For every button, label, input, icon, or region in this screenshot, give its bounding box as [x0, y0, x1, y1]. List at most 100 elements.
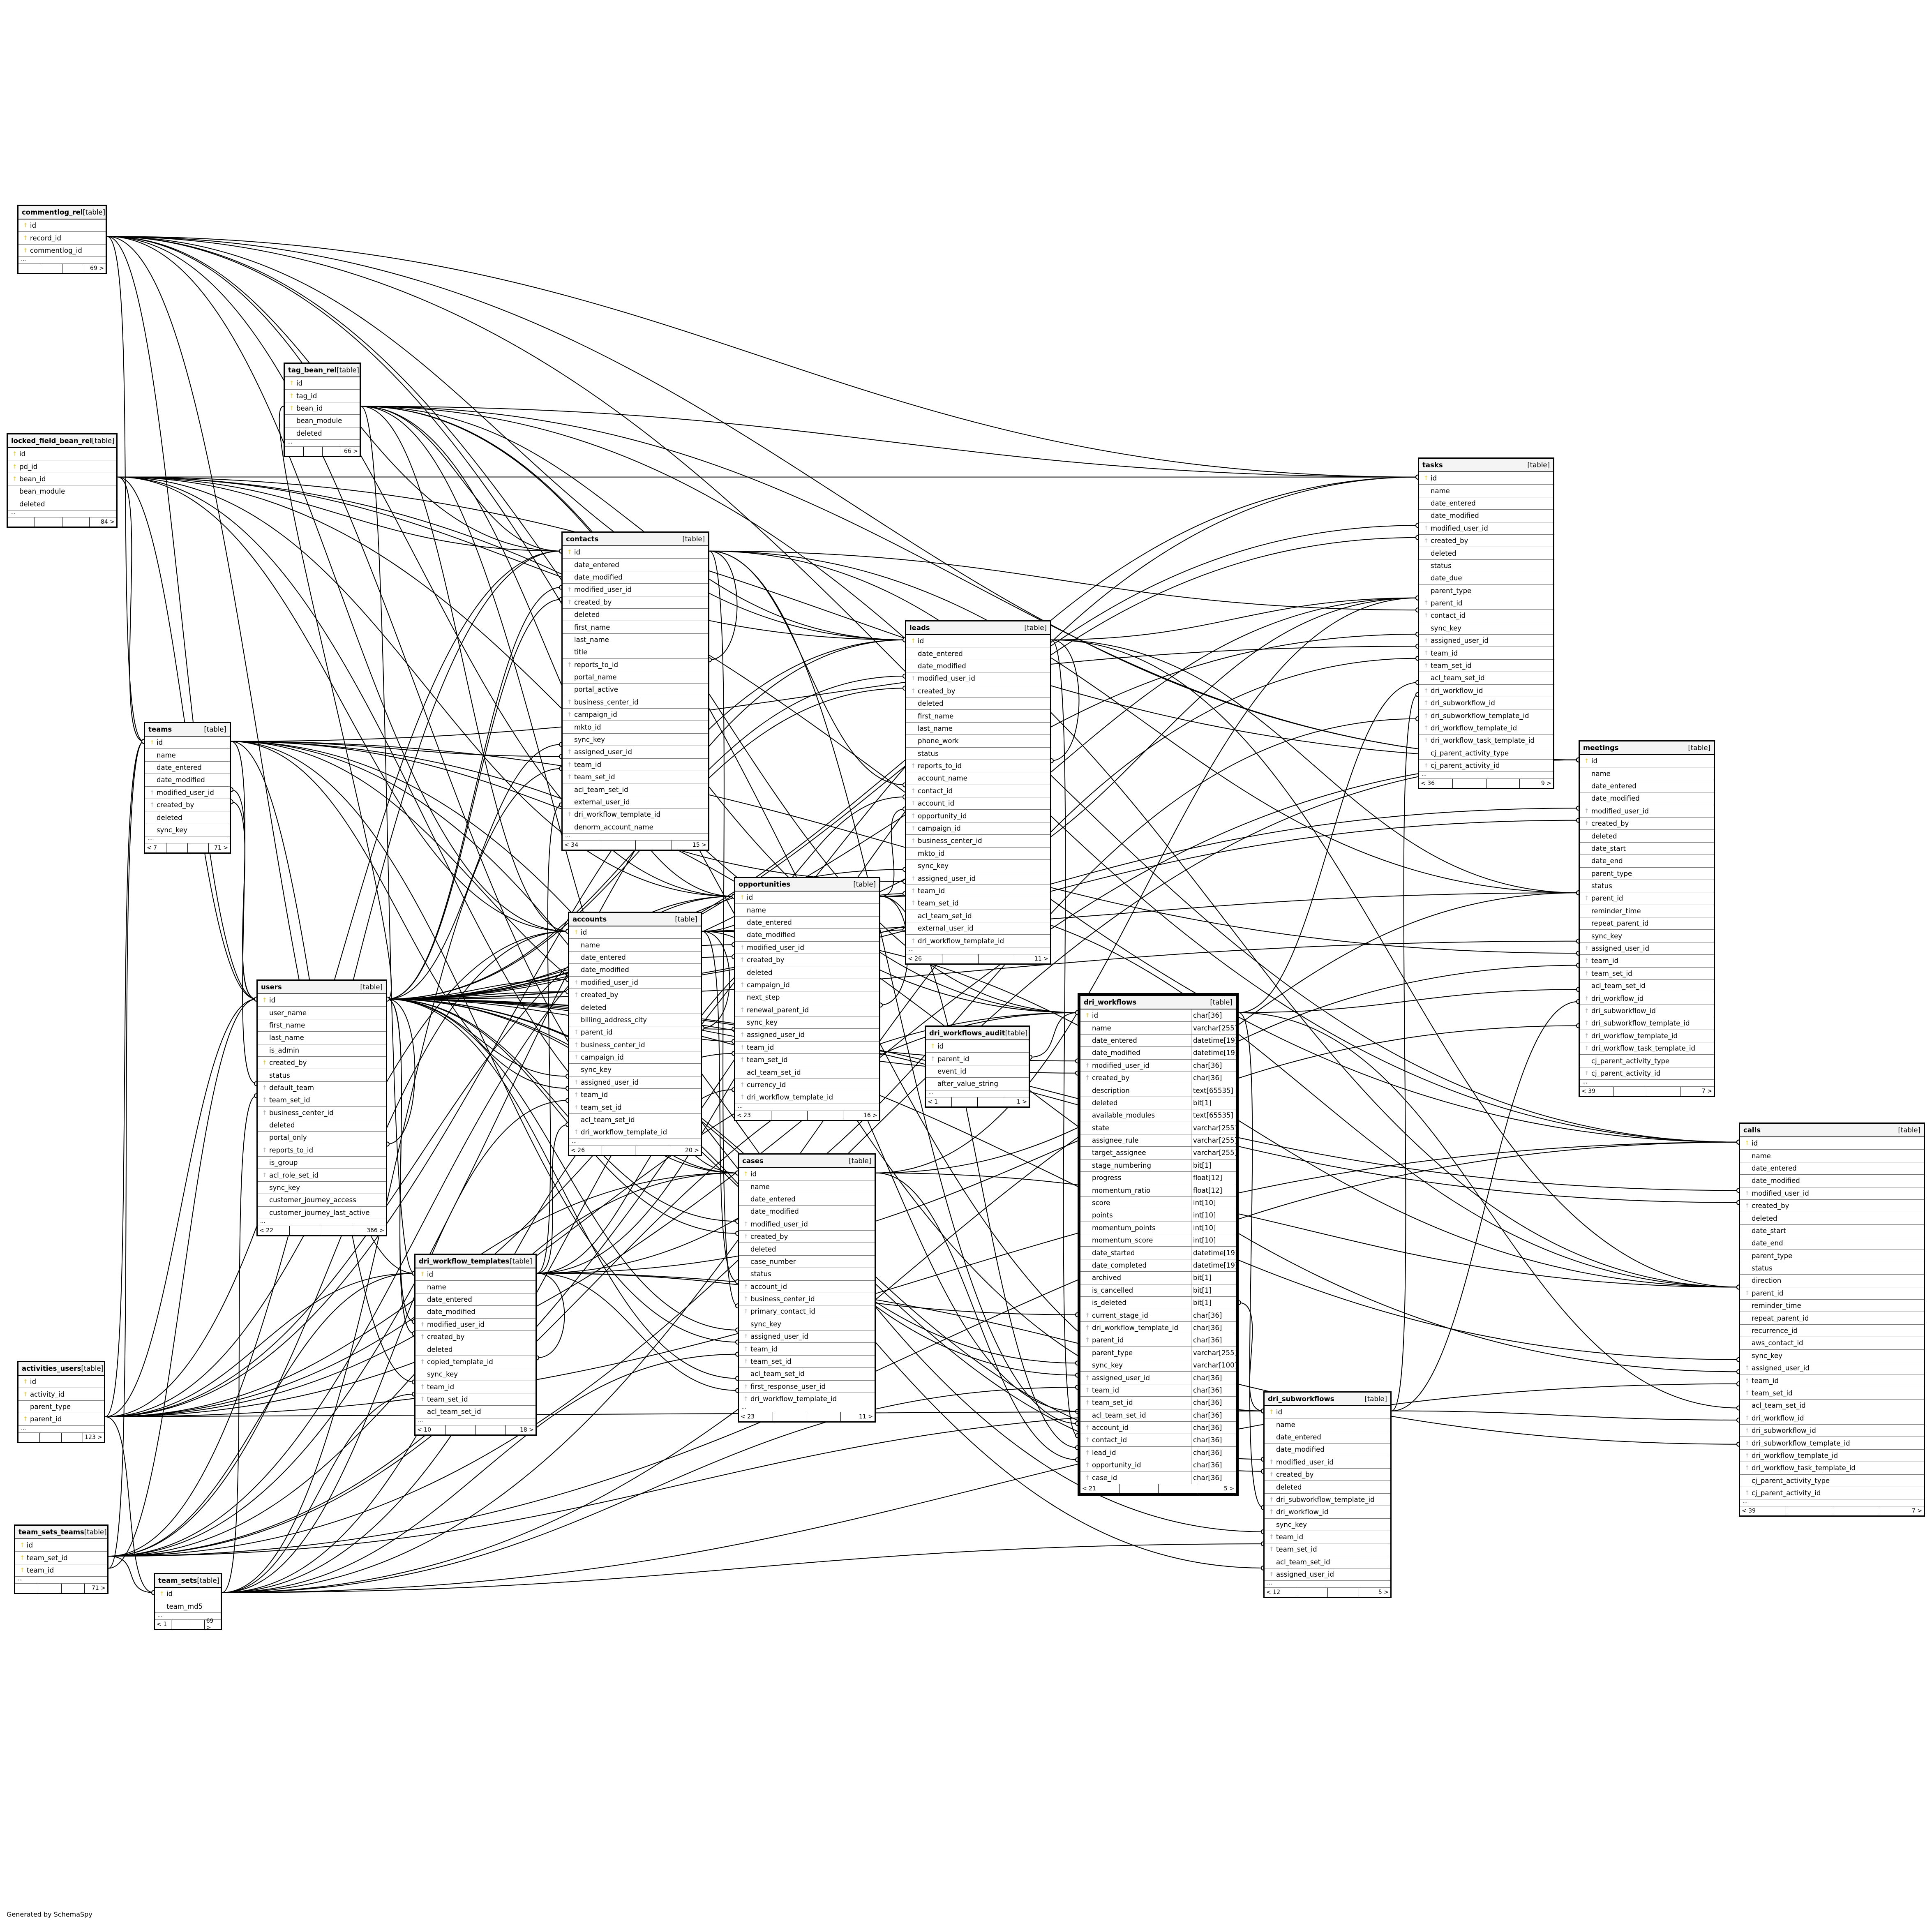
- column-row[interactable]: deleted: [1265, 1481, 1390, 1494]
- parents-count[interactable]: < 22: [258, 1226, 290, 1236]
- column-row[interactable]: †dri_subworkflow_template_id: [1419, 709, 1553, 722]
- column-row[interactable]: acl_team_set_id: [1740, 1400, 1924, 1412]
- column-row[interactable]: acl_team_set_id: [739, 1368, 875, 1381]
- column-row[interactable]: first_name: [563, 621, 708, 634]
- column-row[interactable]: †parent_id: [569, 1026, 701, 1039]
- children-count[interactable]: 16 >: [863, 1112, 877, 1119]
- column-row[interactable]: †default_team: [258, 1082, 386, 1095]
- parents-count[interactable]: [8, 517, 35, 527]
- column-row[interactable]: sync_key: [739, 1318, 875, 1331]
- column-row[interactable]: †assigned_user_id: [1740, 1362, 1924, 1375]
- column-row[interactable]: †modified_user_id: [415, 1319, 536, 1331]
- children-count[interactable]: 69 >: [90, 265, 104, 272]
- parents-count[interactable]: < 12: [1265, 1588, 1296, 1597]
- column-row[interactable]: acl_team_set_id: [1419, 672, 1553, 685]
- column-row[interactable]: †created_by: [569, 989, 701, 1002]
- children-count[interactable]: 1 >: [1016, 1098, 1027, 1105]
- column-row[interactable]: †id: [15, 1539, 107, 1552]
- column-row[interactable]: †team_set_id: [735, 1054, 879, 1067]
- column-row[interactable]: †id: [285, 377, 360, 390]
- column-row[interactable]: †bean_id: [285, 402, 360, 415]
- column-row[interactable]: †created_by: [145, 799, 230, 812]
- column-row[interactable]: †modified_user_id: [1265, 1456, 1390, 1469]
- column-row[interactable]: †id: [415, 1268, 536, 1281]
- column-row[interactable]: †campaign_id: [906, 822, 1050, 835]
- column-row[interactable]: †created_by: [258, 1057, 386, 1069]
- children-count[interactable]: 5 >: [1378, 1589, 1389, 1596]
- column-row[interactable]: †team_id: [739, 1343, 875, 1356]
- column-row[interactable]: †dri_subworkflow_template_id: [1740, 1437, 1924, 1450]
- column-row[interactable]: †opportunity_id: [906, 810, 1050, 822]
- column-row[interactable]: reminder_time: [1580, 905, 1714, 918]
- column-row[interactable]: acl_team_set_id: [563, 783, 708, 796]
- table-commentlog-rel[interactable]: commentlog_rel[table]†id†record_id†comme…: [17, 205, 107, 275]
- column-row[interactable]: †business_center_id: [906, 835, 1050, 848]
- column-row[interactable]: †modified_user_id: [563, 584, 708, 596]
- column-row[interactable]: name: [145, 749, 230, 762]
- column-row[interactable]: status: [739, 1268, 875, 1281]
- column-row[interactable]: date_end: [1580, 855, 1714, 868]
- column-row[interactable]: †commentlog_id: [18, 245, 106, 257]
- column-row[interactable]: deleted: [258, 1119, 386, 1132]
- column-row[interactable]: †campaign_id: [735, 979, 879, 992]
- column-row[interactable]: deleted: [145, 811, 230, 824]
- column-row[interactable]: †dri_workflow_id: [1580, 992, 1714, 1005]
- column-row[interactable]: date_modified: [1580, 792, 1714, 805]
- column-row[interactable]: acl_team_set_id: [735, 1066, 879, 1079]
- column-row[interactable]: sync_key: [145, 824, 230, 837]
- column-row[interactable]: repeat_parent_id: [1580, 917, 1714, 930]
- parents-count[interactable]: < 39: [1740, 1506, 1786, 1516]
- parents-count[interactable]: < 34: [563, 840, 599, 850]
- children-count[interactable]: 71 >: [92, 1585, 106, 1592]
- column-row[interactable]: is_group: [258, 1157, 386, 1169]
- column-row[interactable]: last_name: [258, 1032, 386, 1044]
- column-row[interactable]: deleted: [415, 1343, 536, 1356]
- parents-count[interactable]: < 26: [906, 954, 942, 963]
- column-row[interactable]: †cj_parent_activity_id: [1740, 1487, 1924, 1500]
- column-row[interactable]: †team_set_id: [906, 897, 1050, 910]
- table-team-sets-teams[interactable]: team_sets_teams[table]†id†team_set_id†te…: [14, 1524, 108, 1594]
- column-row[interactable]: †assigned_user_id: [735, 1029, 879, 1042]
- column-row[interactable]: †id: [145, 737, 230, 749]
- column-row[interactable]: deleted: [906, 698, 1050, 710]
- column-row[interactable]: †created_by: [1419, 535, 1553, 547]
- column-row[interactable]: †contact_id: [1419, 610, 1553, 622]
- children-count[interactable]: 71 >: [214, 845, 228, 852]
- column-row[interactable]: date_modified: [906, 660, 1050, 673]
- column-row[interactable]: †dri_workflow_task_template_id: [1419, 734, 1553, 747]
- column-row[interactable]: portal_active: [563, 684, 708, 696]
- column-row[interactable]: date_modified: [1265, 1444, 1390, 1456]
- column-row[interactable]: †id: [735, 892, 879, 904]
- column-row[interactable]: †created_by: [1265, 1469, 1390, 1481]
- column-row[interactable]: †dri_workflow_task_template_id: [1740, 1462, 1924, 1475]
- parents-count[interactable]: < 23: [735, 1111, 771, 1120]
- column-row[interactable]: †parent_id: [18, 1413, 104, 1426]
- column-row[interactable]: †created_by: [415, 1331, 536, 1344]
- column-row[interactable]: †id: [1419, 472, 1553, 485]
- column-row[interactable]: †team_id: [1740, 1374, 1924, 1387]
- column-row[interactable]: †id: [155, 1588, 221, 1601]
- column-row[interactable]: bean_module: [8, 485, 116, 498]
- column-row[interactable]: †reports_to_id: [258, 1144, 386, 1157]
- column-row[interactable]: after_value_string: [926, 1078, 1029, 1090]
- column-row[interactable]: aws_contact_id: [1740, 1337, 1924, 1350]
- column-row[interactable]: deleted: [563, 609, 708, 621]
- column-row[interactable]: †assigned_user_id: [739, 1330, 875, 1343]
